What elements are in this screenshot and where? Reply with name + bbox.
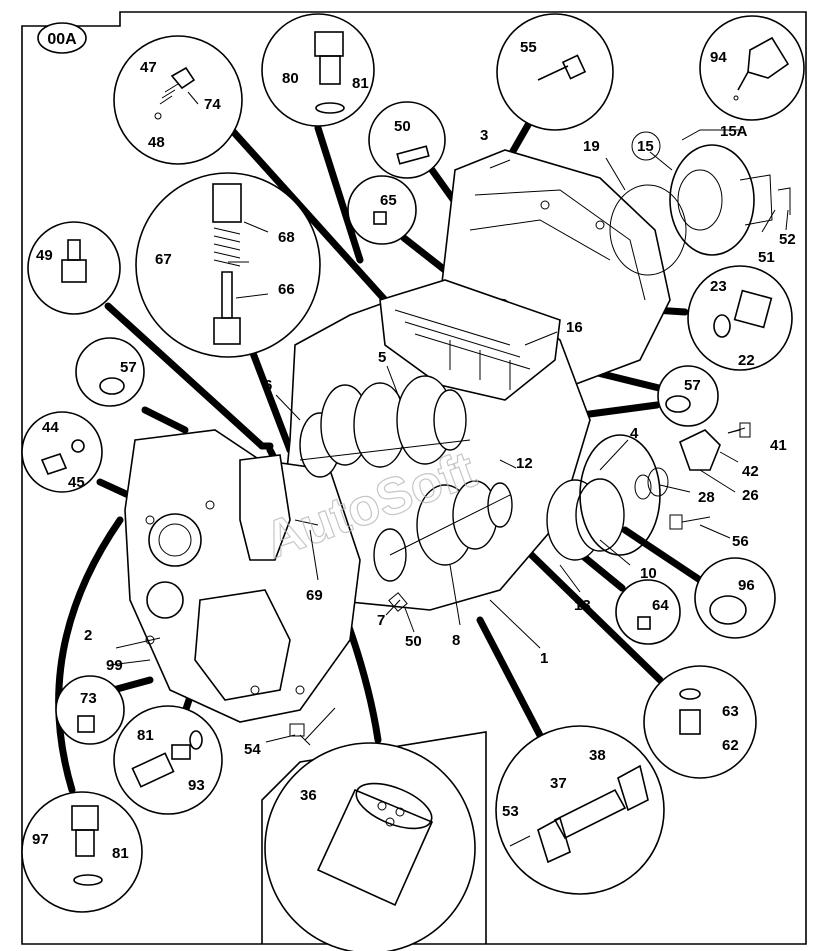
- label-57-left: 57: [120, 359, 137, 376]
- detail-bubble-pin-top: [368, 101, 446, 179]
- detail-bubble-plug-62: [643, 665, 757, 779]
- label-3: 3: [480, 127, 488, 144]
- label-4: 4: [630, 425, 639, 442]
- page-tag: 00A: [37, 22, 87, 54]
- label-8: 8: [452, 632, 460, 649]
- label-57-right: 57: [684, 377, 701, 394]
- label-49: 49: [36, 247, 53, 264]
- detail-bubble-bolt-55: [496, 13, 614, 131]
- label-36: 36: [300, 787, 317, 804]
- label-80: 80: [282, 70, 299, 87]
- label-47: 47: [140, 59, 157, 76]
- detail-bubble-sensor-93: [113, 705, 223, 815]
- label-1: 1: [540, 650, 548, 667]
- label-19: 19: [583, 138, 600, 155]
- label-13: 13: [574, 597, 591, 614]
- label-50-top: 50: [394, 118, 411, 135]
- page-frame: [21, 11, 807, 945]
- label-7: 7: [377, 612, 385, 629]
- leader-lines: [109, 91, 789, 743]
- detail-bubble-sensor-top: [261, 13, 375, 127]
- label-66: 66: [278, 281, 295, 298]
- label-15: 15: [637, 138, 654, 155]
- label-81-top: 81: [352, 75, 369, 92]
- label-73: 73: [80, 690, 97, 707]
- detail-bubble-breather: [113, 35, 243, 165]
- label-16: 16: [566, 319, 583, 336]
- label-41: 41: [770, 437, 787, 454]
- detail-bubble-ring-57-right: [657, 365, 719, 427]
- label-10: 10: [640, 565, 657, 582]
- label-50-bottom: 50: [405, 633, 422, 650]
- detail-bubble-fitting-49: [27, 221, 121, 315]
- label-55: 55: [520, 39, 537, 56]
- detail-bubble-plug-65: [347, 175, 417, 245]
- label-12: 12: [516, 455, 533, 472]
- label-65: 65: [380, 192, 397, 209]
- label-69: 69: [306, 587, 323, 604]
- label-5: 5: [378, 349, 386, 366]
- page-tag-text: 00A: [47, 31, 77, 48]
- detail-bubble-ring-96: [694, 557, 776, 639]
- label-74: 74: [204, 96, 221, 113]
- detail-bubble-plug-23: [687, 265, 793, 371]
- label-56: 56: [732, 533, 749, 550]
- label-45: 45: [68, 474, 85, 491]
- label-94: 94: [710, 49, 727, 66]
- label-22: 22: [738, 352, 755, 369]
- label-44: 44: [42, 419, 59, 436]
- label-23: 23: [710, 278, 727, 295]
- label-2: 2: [84, 627, 92, 644]
- gearbox-assembly: [124, 144, 791, 746]
- label-97: 97: [32, 831, 49, 848]
- detail-bubble-ring-57-left: [75, 337, 145, 407]
- label-42: 42: [742, 463, 759, 480]
- label-68: 68: [278, 229, 295, 246]
- label-64: 64: [652, 597, 669, 614]
- label-62: 62: [722, 737, 739, 754]
- label-37: 37: [550, 775, 567, 792]
- label-26: 26: [742, 487, 759, 504]
- label-99: 99: [106, 657, 123, 674]
- label-67: 67: [155, 251, 172, 268]
- label-6: 6: [264, 377, 272, 394]
- label-54: 54: [244, 741, 261, 758]
- label-96: 96: [738, 577, 755, 594]
- label-53: 53: [502, 803, 519, 820]
- label-28: 28: [698, 489, 715, 506]
- label-81-mid: 81: [137, 727, 154, 744]
- label-48: 48: [148, 134, 165, 151]
- detail-bubble-fitting-44: [21, 411, 103, 493]
- detail-bubble-sealant: [699, 15, 805, 121]
- label-63: 63: [722, 703, 739, 720]
- detail-bubble-oil-filter: [261, 731, 487, 951]
- label-15a: 15A: [720, 123, 748, 140]
- detail-bubble-plug-64: [615, 579, 681, 645]
- label-52: 52: [779, 231, 796, 248]
- detail-bubble-sensor-97: [21, 791, 143, 913]
- label-38: 38: [589, 747, 606, 764]
- part-labels: 1 2 3 4 5 6 7 8 10 12 13 15 15A 16 19 22…: [32, 39, 796, 862]
- detail-bubble-relief-valve: [135, 172, 321, 358]
- detail-bubble-tube: [495, 725, 665, 895]
- label-93: 93: [188, 777, 205, 794]
- detail-bubble-plug-73: [55, 675, 125, 745]
- label-81-bottom: 81: [112, 845, 129, 862]
- label-51: 51: [758, 249, 775, 266]
